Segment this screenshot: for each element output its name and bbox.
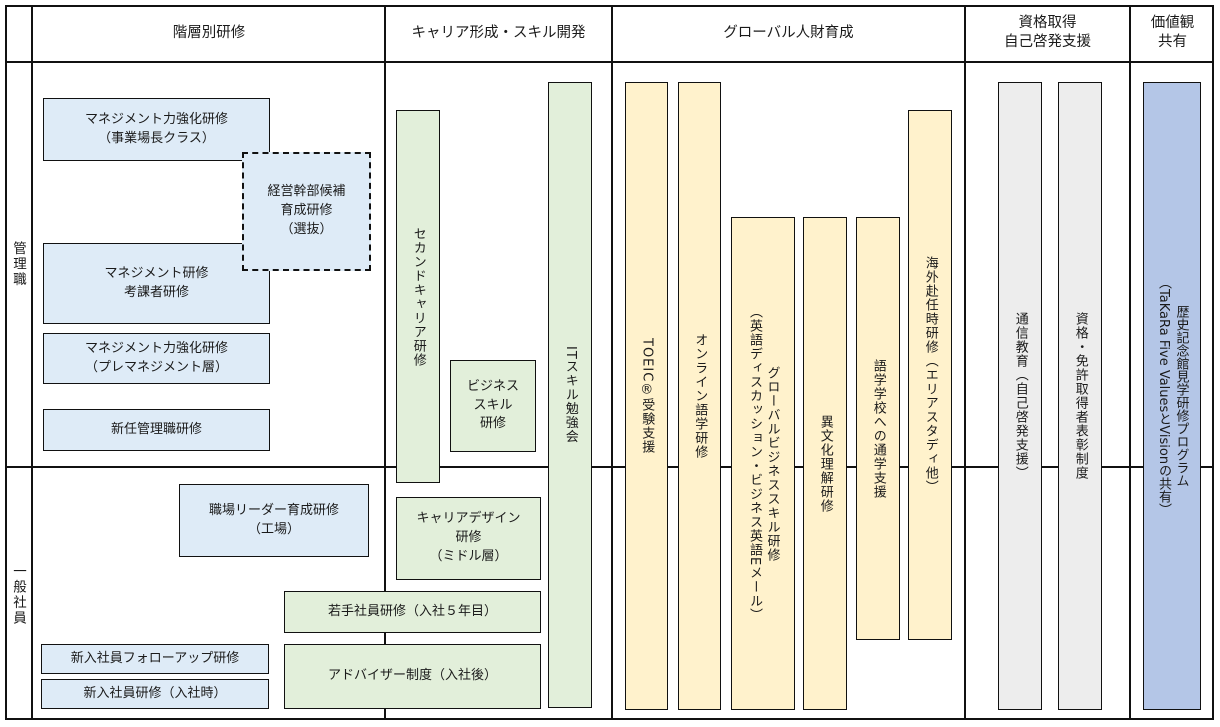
row-label-general-employee: 一般社員	[5, 467, 31, 722]
grid-hline-header	[5, 61, 1214, 63]
box-workplace-leader: 職場リーダー育成研修 （工場）	[179, 484, 369, 557]
bar-it-skill: ITスキル勉強会	[548, 82, 592, 708]
box-management-enhance-director: マネジメント力強化研修 （事業場長クラス）	[43, 98, 270, 161]
box-young-employee: 若手社員研修（入社５年目）	[284, 591, 541, 633]
grid-vline-career	[384, 5, 386, 720]
box-young-employee-text: 若手社員研修（入社５年目）	[327, 603, 497, 619]
bar-second-career-text: セカンドキャリア研修	[410, 226, 426, 367]
header-career-label: キャリア形成・スキル開発	[411, 24, 586, 41]
row-label-general-text: 一般社員	[10, 563, 26, 626]
bar-license-award: 資格・免許取得者表彰制度	[1058, 82, 1102, 710]
header-hierarchy-label: 階層別研修	[172, 24, 246, 41]
box-management-enhance-pre-text: マネジメント力強化研修 （プレマネジメント層）	[84, 340, 228, 375]
box-executive-candidate-text: 経営幹部候補 育成研修 （選抜）	[267, 184, 346, 237]
box-newcomer-followup: 新入社員フォローアップ研修	[41, 644, 269, 674]
bar-history-museum-program: 歴史記念館見学研修プログラム （TaKaRa Five ValuesとVisio…	[1143, 82, 1201, 710]
box-management-evaluator-text: マネジメント研修 考課者研修	[104, 265, 209, 300]
box-new-manager-training-text: 新任管理職研修	[110, 421, 202, 437]
header-hierarchy-training: 階層別研修	[33, 5, 385, 61]
box-newcomer-training: 新入社員研修（入社時）	[41, 679, 269, 709]
bar-second-career: セカンドキャリア研修	[396, 110, 440, 483]
box-business-skill-text: ビジネス スキル 研修	[466, 378, 519, 432]
grid-vline-rowlabel	[31, 5, 33, 720]
bar-license-award-text: 資格・免許取得者表彰制度	[1072, 312, 1088, 480]
bar-history-museum-program-text: 歴史記念館見学研修プログラム （TaKaRa Five ValuesとVisio…	[1156, 275, 1189, 517]
bar-language-school-text: 語学学校への通学支援	[870, 358, 886, 499]
box-new-manager-training: 新任管理職研修	[43, 409, 270, 451]
bar-it-skill-text: ITスキル勉強会	[562, 346, 578, 444]
box-management-enhance-director-text: マネジメント力強化研修 （事業場長クラス）	[84, 111, 228, 146]
box-newcomer-followup-text: 新入社員フォローアップ研修	[70, 650, 240, 666]
bar-online-language-text: オンライン語学研修	[692, 333, 708, 459]
grid-vline-qualification	[964, 5, 966, 720]
box-management-evaluator: マネジメント研修 考課者研修	[43, 243, 270, 324]
bar-global-business-skill: グローバルビジネススキル研修 （英語ディスカッション・ビジネス英語Eメール）	[731, 217, 795, 710]
bar-global-business-skill-text: グローバルビジネススキル研修 （英語ディスカッション・ビジネス英語Eメール）	[747, 304, 780, 623]
header-career-skill: キャリア形成・スキル開発	[386, 5, 611, 61]
box-advisor-system-text: アドバイザー制度（入社後）	[327, 668, 497, 684]
grid-vline-values	[1129, 5, 1131, 720]
row-label-manager-text: 管理職	[10, 240, 26, 288]
header-global-development: グローバル人財育成	[613, 5, 964, 61]
bar-language-school: 語学学校への通学支援	[856, 217, 900, 640]
box-newcomer-training-text: 新入社員研修（入社時）	[83, 685, 227, 701]
box-business-skill: ビジネス スキル 研修	[450, 360, 536, 452]
header-values-label: 価値観 共有	[1150, 15, 1195, 50]
bar-toeic-support: TOEIC®受験支援	[625, 82, 668, 710]
bar-overseas-assignment-text: 海外赴任時研修（エリアスタディ他）	[922, 256, 938, 494]
bar-correspondence-education-text: 通信教育（自己啓発支援）	[1012, 312, 1028, 480]
bar-online-language: オンライン語学研修	[678, 82, 721, 710]
box-career-design: キャリアデザイン 研修 （ミドル層）	[396, 497, 541, 580]
grid-hline-rowdivider	[5, 466, 1214, 468]
box-executive-candidate: 経営幹部候補 育成研修 （選抜）	[242, 152, 371, 271]
bar-toeic-support-text: TOEIC®受験支援	[639, 337, 655, 455]
box-management-enhance-pre: マネジメント力強化研修 （プレマネジメント層）	[43, 333, 270, 384]
box-career-design-text: キャリアデザイン 研修 （ミドル層）	[416, 511, 521, 564]
bar-overseas-assignment: 海外赴任時研修（エリアスタディ他）	[908, 110, 952, 640]
box-advisor-system: アドバイザー制度（入社後）	[284, 644, 541, 709]
row-label-manager: 管理職	[5, 62, 31, 466]
header-values-sharing: 価値観 共有	[1131, 5, 1214, 61]
diagram-outer-border	[5, 5, 1214, 720]
bar-cross-culture-text: 異文化理解研修	[817, 414, 833, 513]
grid-vline-global	[611, 5, 613, 720]
header-global-label: グローバル人財育成	[723, 24, 854, 41]
bar-correspondence-education: 通信教育（自己啓発支援）	[998, 82, 1042, 710]
header-qualification-support: 資格取得 自己啓発支援	[966, 5, 1129, 61]
bar-cross-culture: 異文化理解研修	[803, 217, 847, 710]
header-qualification-label: 資格取得 自己啓発支援	[1004, 15, 1091, 50]
box-workplace-leader-text: 職場リーダー育成研修 （工場）	[208, 502, 339, 537]
